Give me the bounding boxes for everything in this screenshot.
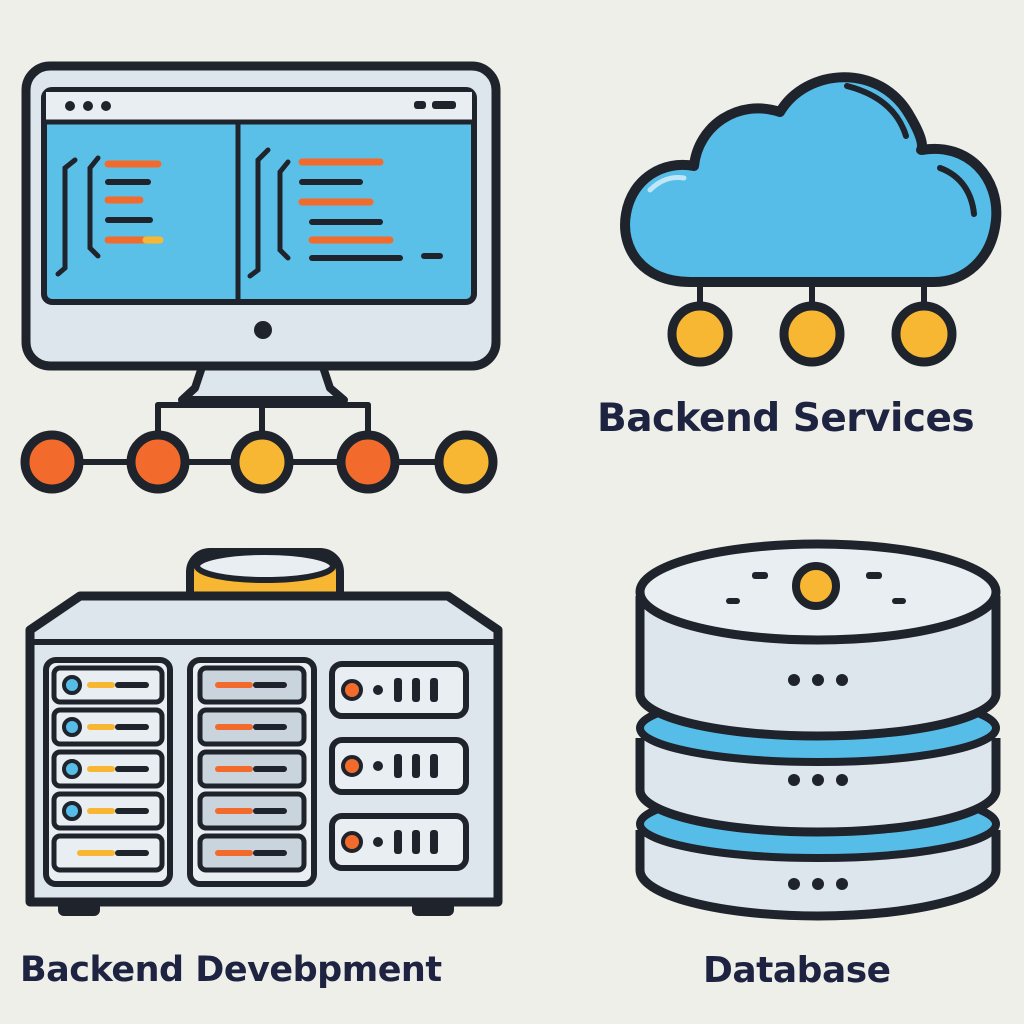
- backend-services-label: Backend Services: [597, 396, 975, 441]
- database-label: Database: [703, 950, 891, 991]
- cloud-icon: [620, 72, 1002, 367]
- backend-development-label: Backend Devebpment: [20, 950, 442, 990]
- code-monitor-icon: [20, 61, 501, 494]
- database-icon: [635, 539, 1001, 921]
- server-rack-icon: [25, 548, 503, 916]
